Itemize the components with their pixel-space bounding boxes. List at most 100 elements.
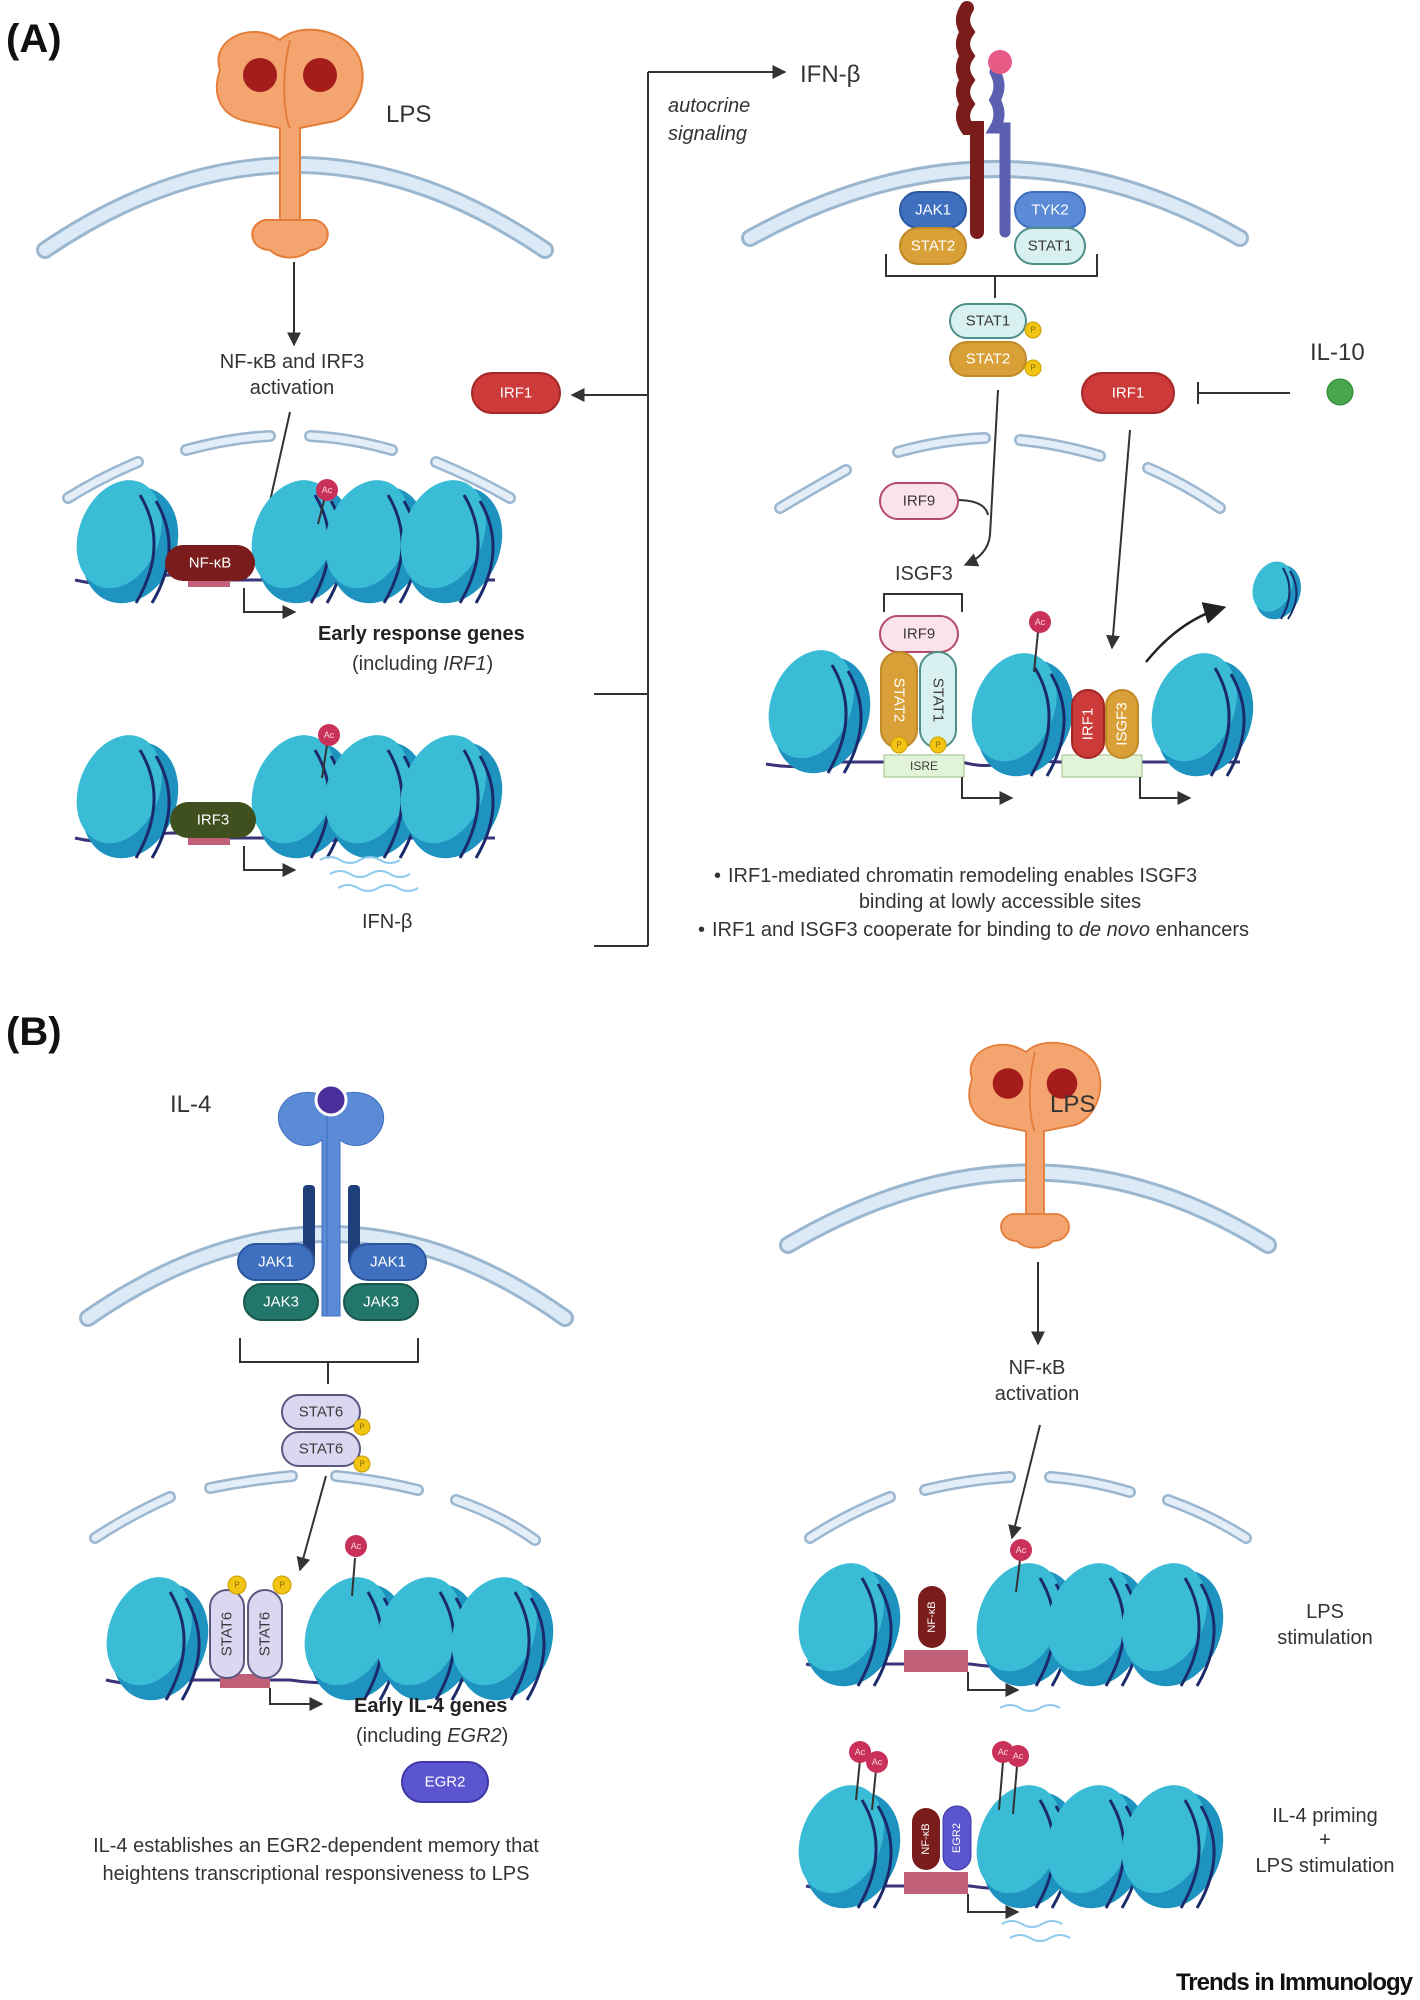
panel-b-summary-2: heightens transcriptional responsiveness… xyxy=(103,1863,530,1885)
ifn-beta-ligand-label: IFN-β xyxy=(800,61,860,88)
svg-text:STAT2: STAT2 xyxy=(891,678,908,722)
jak3-right: JAK3 xyxy=(343,1283,419,1321)
svg-text:STAT2: STAT2 xyxy=(911,238,955,255)
acetyl-mark: Ac xyxy=(866,1751,888,1773)
lps-receptor-icon xyxy=(215,28,364,259)
acetyl-mark: Ac xyxy=(849,1741,871,1763)
irf3-protein: IRF3 xyxy=(170,802,256,838)
svg-text:NF-κB: NF-κB xyxy=(926,1601,938,1632)
lps-receptor-icon-b xyxy=(968,1041,1102,1249)
irf9-protein: IRF9 xyxy=(879,482,959,520)
svg-text:IRF9: IRF9 xyxy=(903,626,936,643)
svg-text:Ac: Ac xyxy=(998,1747,1009,1757)
tss-arrow xyxy=(243,588,297,619)
jak1-right: JAK1 xyxy=(349,1243,427,1281)
svg-text:P: P xyxy=(1030,364,1035,373)
isgf3-irf9: IRF9 xyxy=(879,615,959,653)
svg-text:STAT1: STAT1 xyxy=(930,678,947,722)
il10-label: IL-10 xyxy=(1310,339,1365,366)
svg-text:•: • xyxy=(698,919,705,941)
jak1-protein: JAK1 xyxy=(899,191,967,229)
tyk2-protein: TYK2 xyxy=(1014,191,1086,229)
svg-text:ISGF3: ISGF3 xyxy=(1114,702,1131,745)
nucleosome xyxy=(1134,638,1272,793)
mrna-low xyxy=(999,1704,1061,1712)
svg-text:P: P xyxy=(279,1581,284,1590)
il4-label: IL-4 xyxy=(170,1091,211,1118)
svg-text:JAK1: JAK1 xyxy=(258,1254,294,1271)
chromatin-irf3: IRF3 Ac xyxy=(59,720,521,877)
arrow-irf1-to-dna xyxy=(1106,429,1131,650)
svg-text:Ac: Ac xyxy=(872,1757,883,1767)
svg-text:STAT1: STAT1 xyxy=(1028,238,1072,255)
svg-text:STAT6: STAT6 xyxy=(219,1612,236,1656)
panel-b-summary: IL-4 establishes an EGR2-dependent memor… xyxy=(93,1835,539,1857)
acetyl-mark: Ac xyxy=(318,724,340,746)
svg-text:NF-κB: NF-κB xyxy=(920,1823,932,1854)
autocrine-connector xyxy=(570,65,787,947)
lps-label-b: LPS xyxy=(1050,1091,1095,1118)
mrna-high xyxy=(1001,1920,1071,1942)
acetyl-mark: Ac xyxy=(1007,1745,1029,1767)
svg-text:Ac: Ac xyxy=(1035,617,1046,627)
panel-a-summary: • IRF1-mediated chromatin remodeling ena… xyxy=(698,865,1249,941)
condition-il4-priming-3: LPS stimulation xyxy=(1256,1855,1395,1877)
nuclear-envelope-a-right xyxy=(774,432,1226,514)
svg-text:Ac: Ac xyxy=(351,1541,362,1551)
chromatin-isgf3: ISRE IRF9 STAT2 STAT1 P P Ac IRF1 ISGF3 xyxy=(751,554,1310,805)
nuclear-envelope-b-left xyxy=(89,1470,541,1546)
svg-text:EGR2: EGR2 xyxy=(425,1774,466,1791)
nfkb-activation-text-2: activation xyxy=(995,1383,1080,1405)
tss-arrow xyxy=(967,1894,1020,1919)
irf1-protein-cytoplasm: IRF1 xyxy=(471,372,561,414)
nfkb-activation-text: NF-κB xyxy=(1009,1357,1066,1379)
svg-text:JAK1: JAK1 xyxy=(370,1254,406,1271)
svg-text:•: • xyxy=(714,865,721,887)
tss-arrow xyxy=(243,846,297,877)
tss-arrow xyxy=(967,1672,1020,1697)
svg-text:Ac: Ac xyxy=(855,1747,866,1757)
svg-text:P: P xyxy=(359,1460,364,1469)
svg-text:STAT1: STAT1 xyxy=(966,313,1010,330)
svg-text:STAT2: STAT2 xyxy=(966,351,1010,368)
jak1-left: JAK1 xyxy=(237,1243,315,1281)
stat2-protein: STAT2 xyxy=(899,227,967,265)
irf1-protein-right: IRF1 xyxy=(1081,372,1175,414)
isgf3-bracket xyxy=(883,593,963,612)
tss-arrow xyxy=(1139,777,1192,805)
tss-arrow xyxy=(961,777,1014,805)
stat6-bound-right: STAT6 xyxy=(247,1589,283,1679)
svg-text:IRF9: IRF9 xyxy=(903,493,936,510)
tss-arrow xyxy=(269,1688,324,1711)
stat6-dimer: STAT6 STAT6 P P xyxy=(281,1394,371,1473)
receptor-bracket xyxy=(885,254,1098,298)
il10-icon xyxy=(1326,378,1354,406)
isgf3-bound: ISGF3 xyxy=(1105,689,1139,759)
panel-b-label: (B) xyxy=(6,1010,62,1054)
lps-label-a: LPS xyxy=(386,101,431,128)
nucleosome-eviction-arrow xyxy=(1145,602,1227,663)
acetyl-mark: Ac xyxy=(345,1535,367,1557)
svg-text:P: P xyxy=(359,1423,364,1432)
svg-text:P: P xyxy=(234,1581,239,1590)
stat1-protein: STAT1 xyxy=(1014,227,1086,265)
journal-footer: Trends in Immunology xyxy=(1176,1969,1414,1996)
condition-lps: LPS xyxy=(1306,1601,1344,1623)
nucleosome xyxy=(89,1562,227,1717)
il4-receptor-icon xyxy=(277,1083,385,1317)
condition-il4-priming: IL-4 priming xyxy=(1272,1805,1378,1827)
svg-text:STAT6: STAT6 xyxy=(257,1612,274,1656)
svg-text:JAK3: JAK3 xyxy=(263,1294,299,1311)
nuclear-envelope-a-left xyxy=(62,430,516,504)
irf9-joins xyxy=(955,499,989,516)
jak3-left: JAK3 xyxy=(243,1283,319,1321)
isre-box xyxy=(883,754,965,778)
early-response-genes-subtitle: (including IRF1) xyxy=(352,653,493,675)
svg-text:NF-κB: NF-κB xyxy=(189,555,232,572)
svg-text:P: P xyxy=(935,741,940,750)
early-il4-genes-title: Early IL-4 genes xyxy=(354,1695,507,1717)
svg-text:STAT6: STAT6 xyxy=(299,1404,343,1421)
svg-text:Ac: Ac xyxy=(1016,1545,1027,1555)
receptor-bracket xyxy=(239,1338,419,1384)
arrow-dimer-to-isgf3 xyxy=(963,389,999,567)
